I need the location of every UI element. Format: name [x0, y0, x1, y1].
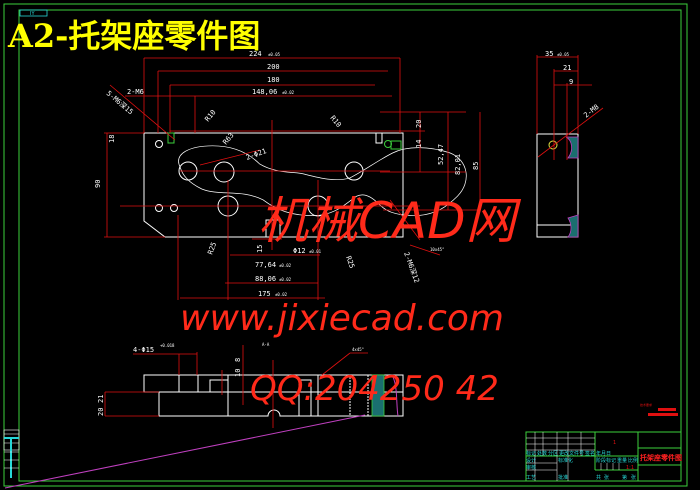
tol-77-64: ±0.02 [279, 263, 292, 268]
tb-label: 分区 [548, 450, 558, 457]
technical-note: 技术要求 [640, 402, 678, 416]
dim-85: 85 [472, 162, 480, 170]
watermark-qq: QQ:204250 42 [250, 369, 499, 409]
dim-200: 200 [267, 63, 280, 71]
dim-77-64: 77,64 [255, 261, 276, 269]
tb-label: 标记 [526, 450, 536, 457]
chamfer-note: 10x45° [430, 247, 444, 252]
dim-14: 14 [415, 140, 423, 148]
dim-175: 175 [258, 290, 271, 298]
dim-r63: R63 [221, 131, 235, 146]
dim-phi12: Φ12 [293, 247, 306, 255]
tb-label: 更改文件号 [559, 450, 584, 457]
revision-strip [3, 429, 20, 478]
tb-label: 年月日 [596, 450, 611, 457]
tol-4-phi15: +0.018 [160, 343, 175, 348]
tb-sheet: 1 [613, 440, 616, 446]
tb-label: 阶段标记 [596, 457, 616, 464]
tb-label: 签名 [585, 450, 595, 457]
tb-label: 标准化 [558, 457, 573, 464]
side-view[interactable]: 35 ±0.05 21 9 2-M8 [536, 50, 604, 238]
dim-90: 90 [94, 180, 102, 188]
dim-148: 148,06 [252, 88, 277, 96]
tb-label: 处数 [537, 450, 547, 457]
tb-part-name: 托架座零件图 [640, 453, 682, 462]
dim-35: 35 [545, 50, 553, 58]
dim-15: 15 [256, 245, 264, 253]
corner-tag: IY [30, 11, 35, 17]
dim-r10-right: R10 [328, 114, 342, 129]
dim-20: 20 [415, 120, 423, 128]
tb-label: 工艺 [526, 475, 536, 481]
dim-18: 18 [108, 135, 116, 143]
chamfer-4x45: 4x45° [352, 347, 364, 352]
tol-148: ±0.02 [282, 90, 295, 95]
dim-21: 21 [563, 64, 571, 72]
tb-label: 比例 [628, 457, 638, 464]
dim-52-47: 52,47 [437, 144, 445, 165]
drawing-border: IY [3, 3, 688, 487]
tb-label: 批准 [558, 474, 568, 481]
drawing-title: A2-托架座零件图 [7, 17, 260, 55]
tb-label: 共 [596, 474, 601, 481]
label-2-m6: 2-M6 [127, 88, 144, 96]
tb-label: 第 [622, 474, 627, 481]
tol-175: ±0.02 [275, 292, 288, 297]
label-4-phi15: 4-Φ15 [133, 346, 154, 354]
tol-88-06: ±0.02 [279, 277, 292, 282]
dim-88-06: 88,06 [255, 275, 276, 283]
dim-2-phi21: 2-Φ21 [245, 147, 268, 162]
dim-r25-left: R25 [206, 241, 218, 256]
dim-r25-right: R25 [344, 255, 356, 270]
dim-224: 224 [249, 50, 262, 58]
dim-10: 10 [234, 369, 242, 377]
front-view[interactable]: 224 ±0.05 200 180 148,06 ±0.02 2-M6 5-M6… [94, 50, 481, 300]
dim-20: 20 [97, 408, 105, 416]
tol-phi12: ±0.01 [309, 249, 322, 254]
dim-82-01: 82,01 [454, 154, 462, 175]
watermark-url: www.jixiecad.com [180, 298, 504, 339]
tol-35: ±0.05 [557, 52, 570, 57]
dim-8: 8 [234, 358, 242, 362]
tb-label: 重量 [617, 457, 627, 464]
leader-line [4, 414, 366, 489]
tol-224: ±0.05 [268, 52, 281, 57]
thread-note: 2-M6深12 [402, 251, 422, 284]
tb-label: 张 [631, 474, 636, 481]
dim-r10-left: R10 [203, 108, 217, 123]
section-view-a-a[interactable]: A-A 4-Φ15 +0.018 8 10 21 20 4x45° [97, 342, 404, 428]
tb-label: 设计 [526, 457, 536, 464]
tb-label: 张 [604, 474, 609, 481]
tb-scale: 1:1 [626, 465, 634, 471]
dim-21: 21 [97, 395, 105, 403]
dim-9: 9 [569, 78, 573, 86]
tech-note-label: 技术要求 [640, 402, 652, 407]
title-block: 标记 处数 分区 更改文件号 签名 年月日 设计 标准化 阶段标记 重量 比例 … [525, 431, 682, 482]
tb-label: 审核 [526, 464, 536, 471]
section-label: A-A [262, 342, 270, 347]
watermark-site: 机械CAD网 [258, 192, 522, 250]
dim-180: 180 [267, 76, 280, 84]
